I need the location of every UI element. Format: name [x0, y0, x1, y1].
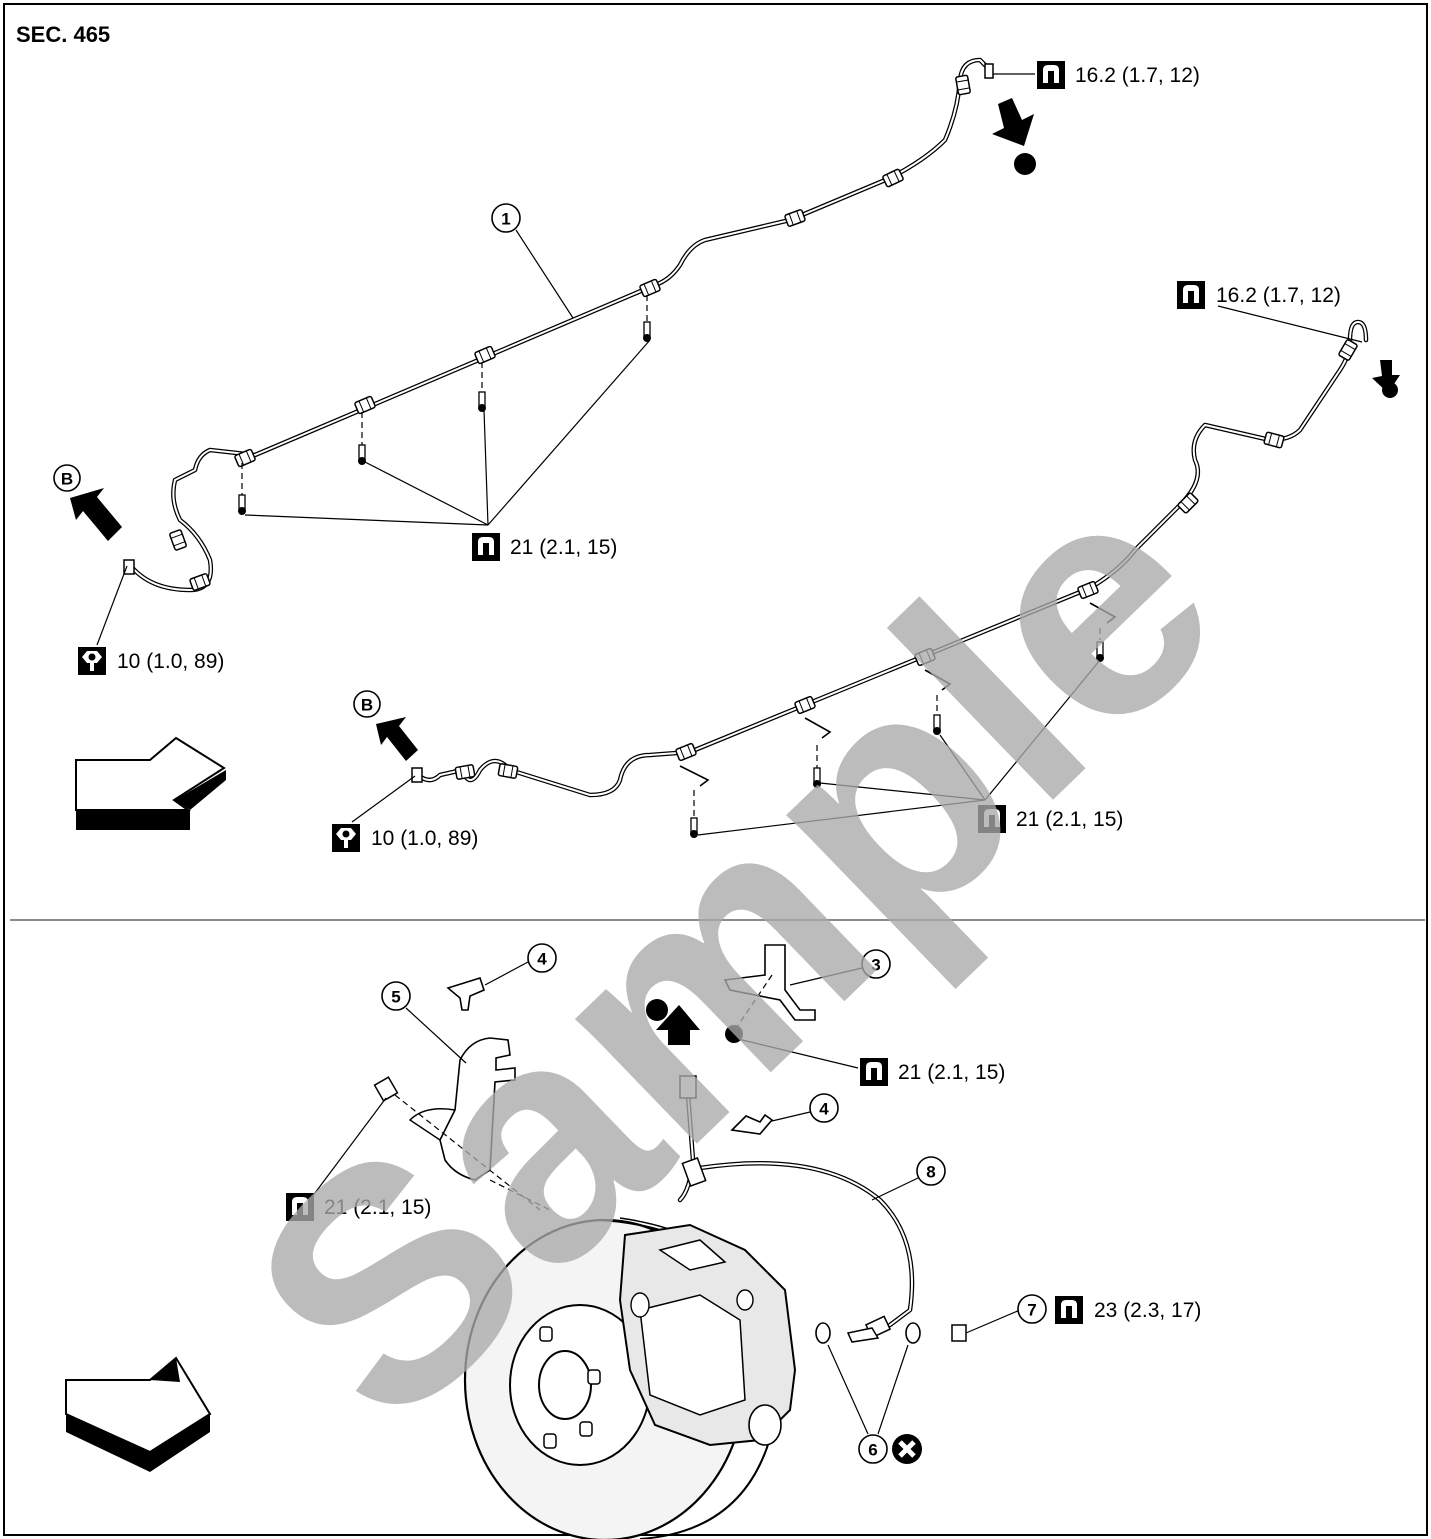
callout-8-label: 8 — [926, 1163, 935, 1182]
torque-spec-left-upper: 10 (1.0, 89) — [117, 650, 224, 673]
callout-1 — [491, 203, 521, 233]
callout-3-label: 3 — [871, 956, 880, 975]
connection-dot-icon — [1014, 153, 1036, 175]
lower-mounting-bolts — [679, 602, 1117, 839]
callout-8 — [916, 1156, 946, 1186]
lock-plate-lower — [730, 1113, 774, 1135]
caliper-bracket — [373, 1037, 551, 1211]
connection-dot-lower-icon — [646, 999, 668, 1021]
flare-nut-torque-icon — [78, 647, 106, 675]
torque-spec-lower-bolts: 21 (2.1, 15) — [1016, 808, 1123, 831]
arrow-up-icon — [656, 1005, 700, 1045]
vehicle-front-arrow-upper-icon — [75, 736, 226, 830]
callout-5-label: 5 — [391, 988, 400, 1007]
callout-7 — [1017, 1294, 1047, 1324]
union-bolt — [951, 1309, 1021, 1342]
lock-plate-upper — [446, 977, 485, 1011]
callout-b-lower — [353, 690, 381, 718]
copper-washers — [815, 1322, 921, 1344]
callout-4-upper-label: 4 — [537, 950, 547, 969]
callout-b-upper — [53, 464, 81, 492]
upper-mounting-bolts — [237, 295, 652, 526]
callout-5 — [381, 981, 411, 1011]
callout-1-label: 1 — [501, 210, 510, 229]
callout-3 — [861, 949, 891, 979]
arrow-to-b-lower-icon — [376, 717, 418, 761]
brake-caliper — [618, 1223, 797, 1447]
vehicle-front-arrow-lower-icon — [65, 1356, 212, 1472]
torque-spec-left-lower: 10 (1.0, 89) — [371, 827, 478, 850]
do-not-reuse-icon — [892, 1434, 922, 1464]
callout-4-upper — [527, 943, 557, 973]
torque-spec-union-bolt: 23 (2.3, 17) — [1094, 1299, 1201, 1322]
lower-brake-tube — [411, 319, 1369, 798]
arrow-to-b-upper-icon — [70, 488, 122, 541]
callout-6 — [858, 1434, 888, 1464]
callout-b-lower-label: B — [361, 696, 373, 715]
torque-spec-upper-bolts: 21 (2.1, 15) — [510, 536, 617, 559]
torque-wrench-icon — [472, 533, 500, 561]
torque-spec-top-right: 16.2 (1.7, 12) — [1075, 64, 1200, 87]
callout-7-label: 7 — [1027, 1301, 1036, 1320]
arrow-down-icon — [992, 98, 1034, 146]
callout-b-upper-label: B — [61, 470, 73, 489]
torque-wrench-icon — [1037, 61, 1065, 89]
torque-wrench-icon — [1177, 281, 1205, 309]
hose-bracket — [723, 944, 816, 1043]
callout-4-lower-label: 4 — [819, 1100, 829, 1119]
callout-6-label: 6 — [868, 1441, 877, 1460]
torque-spec-right: 16.2 (1.7, 12) — [1216, 284, 1341, 307]
section-label: SEC. 465 — [16, 22, 110, 47]
frame-border — [3, 3, 1428, 1536]
torque-spec-bracket: 21 (2.1, 15) — [898, 1061, 1005, 1084]
connection-dot-small-icon — [1382, 382, 1398, 398]
torque-spec-caliper-bolt: 21 (2.1, 15) — [324, 1196, 431, 1219]
torque-wrench-icon — [1055, 1296, 1083, 1324]
flare-nut-torque-icon — [332, 824, 360, 852]
upper-brake-tube — [123, 57, 994, 593]
callout-4-lower — [809, 1093, 839, 1123]
